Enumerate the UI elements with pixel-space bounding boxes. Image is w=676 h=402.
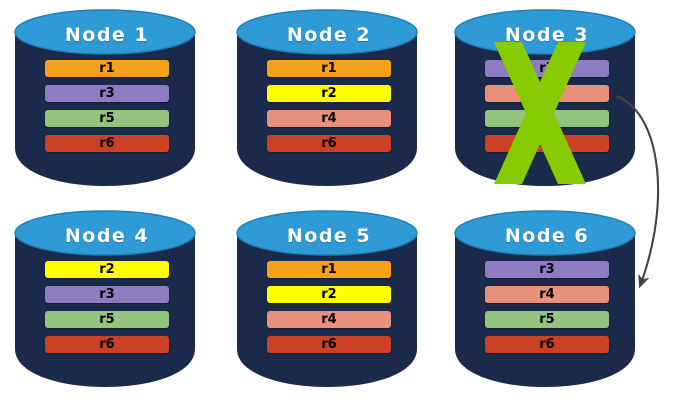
record-label: r4	[539, 287, 555, 302]
record-label: r4	[539, 86, 555, 101]
record-label: r3	[99, 86, 115, 101]
record-bar[interactable]: r3	[485, 60, 609, 77]
cylinder-top	[236, 210, 418, 256]
record-label: r5	[539, 111, 555, 126]
record-bar[interactable]: r6	[267, 336, 391, 353]
record-label: r1	[99, 61, 115, 76]
record-list: r1 r2 r4 r6	[267, 261, 391, 361]
record-bar[interactable]: r5	[45, 311, 169, 328]
record-list: r3 r4 r5 r6	[485, 60, 609, 160]
record-bar[interactable]: r1	[267, 261, 391, 278]
record-bar[interactable]: r2	[45, 261, 169, 278]
record-bar[interactable]: r1	[45, 60, 169, 77]
record-label: r5	[99, 111, 115, 126]
record-label: r4	[321, 312, 337, 327]
record-list: r1 r3 r5 r6	[45, 60, 169, 160]
record-bar[interactable]: r6	[45, 135, 169, 152]
record-bar[interactable]: r4	[267, 311, 391, 328]
record-label: r5	[539, 312, 555, 327]
record-bar[interactable]: r4	[485, 85, 609, 102]
record-label: r6	[321, 337, 337, 352]
record-bar[interactable]: r4	[485, 286, 609, 303]
record-bar[interactable]: r5	[485, 311, 609, 328]
record-label: r2	[321, 287, 337, 302]
record-label: r3	[539, 262, 555, 277]
cylinder-top	[454, 9, 636, 55]
record-bar[interactable]: r6	[45, 336, 169, 353]
cylinder-top	[454, 210, 636, 256]
record-bar[interactable]: r5	[485, 110, 609, 127]
record-label: r3	[539, 61, 555, 76]
record-bar[interactable]: r2	[267, 85, 391, 102]
record-label: r2	[99, 262, 115, 277]
record-bar[interactable]: r3	[45, 286, 169, 303]
record-bar[interactable]: r3	[485, 261, 609, 278]
cylinder-top	[14, 9, 196, 55]
cylinder-top	[236, 9, 418, 55]
record-list: r2 r3 r5 r6	[45, 261, 169, 361]
record-label: r2	[321, 86, 337, 101]
record-label: r6	[321, 136, 337, 151]
record-label: r5	[99, 312, 115, 327]
record-list: r1 r2 r4 r6	[267, 60, 391, 160]
record-label: r6	[99, 337, 115, 352]
record-label: r1	[321, 262, 337, 277]
record-bar[interactable]: r1	[267, 60, 391, 77]
record-label: r4	[321, 111, 337, 126]
record-label: r6	[539, 136, 555, 151]
record-bar[interactable]: r6	[485, 135, 609, 152]
record-bar[interactable]: r6	[267, 135, 391, 152]
record-bar[interactable]: r5	[45, 110, 169, 127]
record-bar[interactable]: r4	[267, 110, 391, 127]
record-list: r3 r4 r5 r6	[485, 261, 609, 361]
record-label: r1	[321, 61, 337, 76]
cylinder-top	[14, 210, 196, 256]
record-label: r6	[539, 337, 555, 352]
record-label: r3	[99, 287, 115, 302]
record-bar[interactable]: r6	[485, 336, 609, 353]
record-label: r6	[99, 136, 115, 151]
record-bar[interactable]: r2	[267, 286, 391, 303]
record-bar[interactable]: r3	[45, 85, 169, 102]
